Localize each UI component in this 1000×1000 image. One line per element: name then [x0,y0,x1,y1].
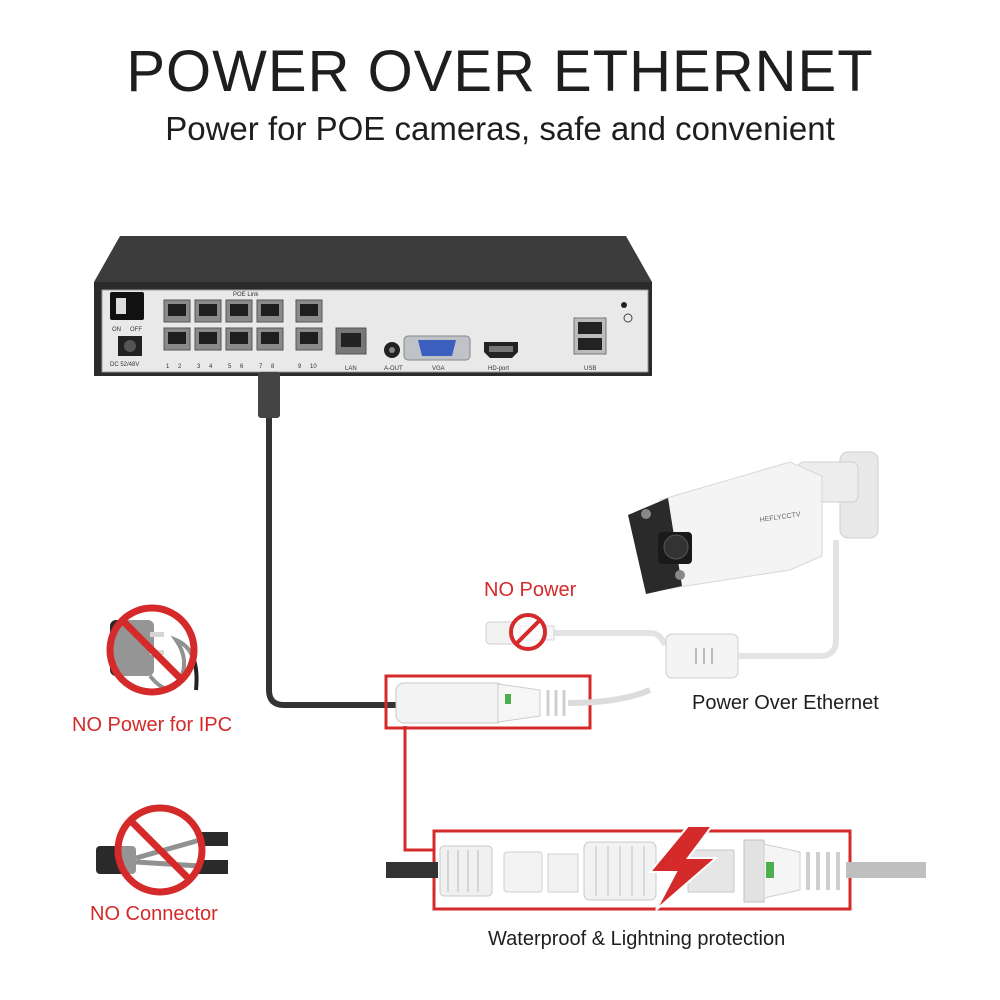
port-number-label: 6 [240,364,244,370]
usb-label: USB [584,366,596,372]
no-connector-label: NO Connector [90,903,218,925]
page-title: POWER OVER ETHERNET [126,39,874,104]
ethernet-cable-from-nvr [258,372,396,708]
dc-label: DC 52/48V [110,362,139,368]
switch-on-label: ON [112,327,121,333]
no-adapter-icon [106,604,199,696]
hd-port: HD-port [484,342,518,372]
port-number-label: 2 [178,364,182,370]
port-number-label: 5 [228,364,232,370]
uplink-port-group: 9 10 [295,299,323,370]
port-number-label: 4 [209,364,213,370]
dc-jack: DC 52/48V [110,336,142,368]
waterproof-lightning-connector [386,825,926,911]
port-number-label: 7 [259,364,263,370]
hd-label: HD-port [488,366,509,372]
waterproof-connector [395,682,652,724]
bullet-camera: HEFLYCCTV [628,451,879,594]
no-power-label: NO Power [484,579,577,601]
audio-out-port: A-OUT [384,342,403,372]
poe-link-label: POE Link [233,292,259,298]
usb-ports: USB [573,317,607,372]
poe-port-group: 1 2 3 4 5 6 7 8 [163,299,284,370]
power-switch: ON OFF [110,292,144,333]
lan-port: LAN [335,327,367,372]
no-connector-icon [96,804,228,896]
no-power-icon [509,613,547,651]
port-number-label: 1 [166,364,170,370]
port-number-label: 3 [197,364,201,370]
poe-label: Power Over Ethernet [692,692,879,714]
switch-off-label: OFF [130,327,142,333]
vga-label: VGA [432,366,445,372]
aout-label: A-OUT [384,366,403,372]
page-subtitle: Power for POE cameras, safe and convenie… [165,110,835,147]
waterproof-label: Waterproof & Lightning protection [488,928,786,950]
port-number-label: 10 [310,364,317,370]
port-number-label: 9 [298,364,302,370]
nvr-device: ON OFF DC 52/48V POE Link 1 2 3 4 5 6 7 8 9 10 L… [94,236,652,376]
vga-port: VGA [403,335,471,372]
lan-label: LAN [345,366,357,372]
lightning-icon [647,825,719,911]
no-power-ipc-label: NO Power for IPC [72,714,233,736]
port-number-label: 8 [271,364,275,370]
